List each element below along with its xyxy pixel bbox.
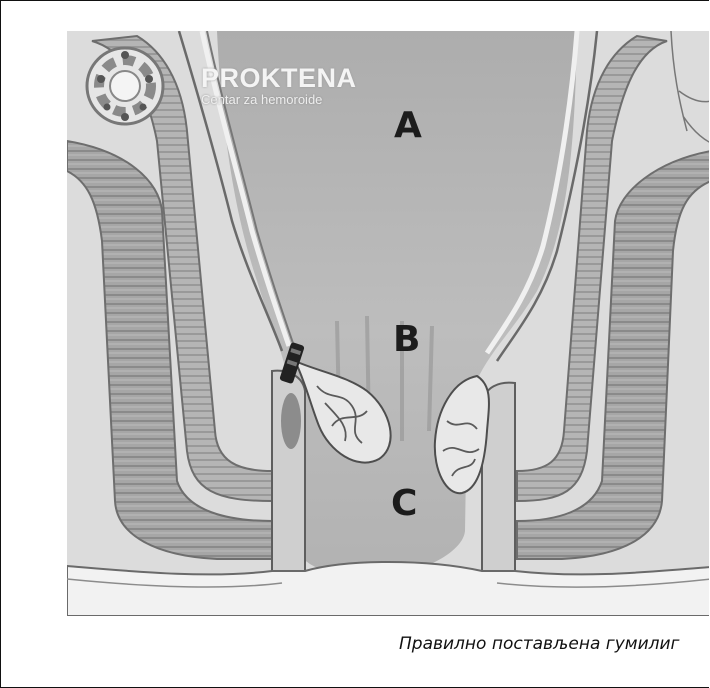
region-label-c: C	[391, 483, 417, 524]
figure-caption: Правилно постављена гумилиг	[399, 634, 680, 654]
logo-name: PROKTENA	[201, 63, 357, 94]
logo-subtitle: Centar za hemoroide	[201, 92, 357, 107]
region-label-b: B	[393, 319, 420, 360]
anatomy-illustration	[67, 31, 709, 616]
anorectal-diagram	[67, 31, 709, 616]
region-label-a: A	[394, 105, 422, 146]
proktena-logo-emblem	[87, 48, 163, 124]
proktena-logo: PROKTENA Centar za hemoroide	[201, 63, 357, 107]
ligated-hemorrhoid-base	[281, 393, 301, 449]
